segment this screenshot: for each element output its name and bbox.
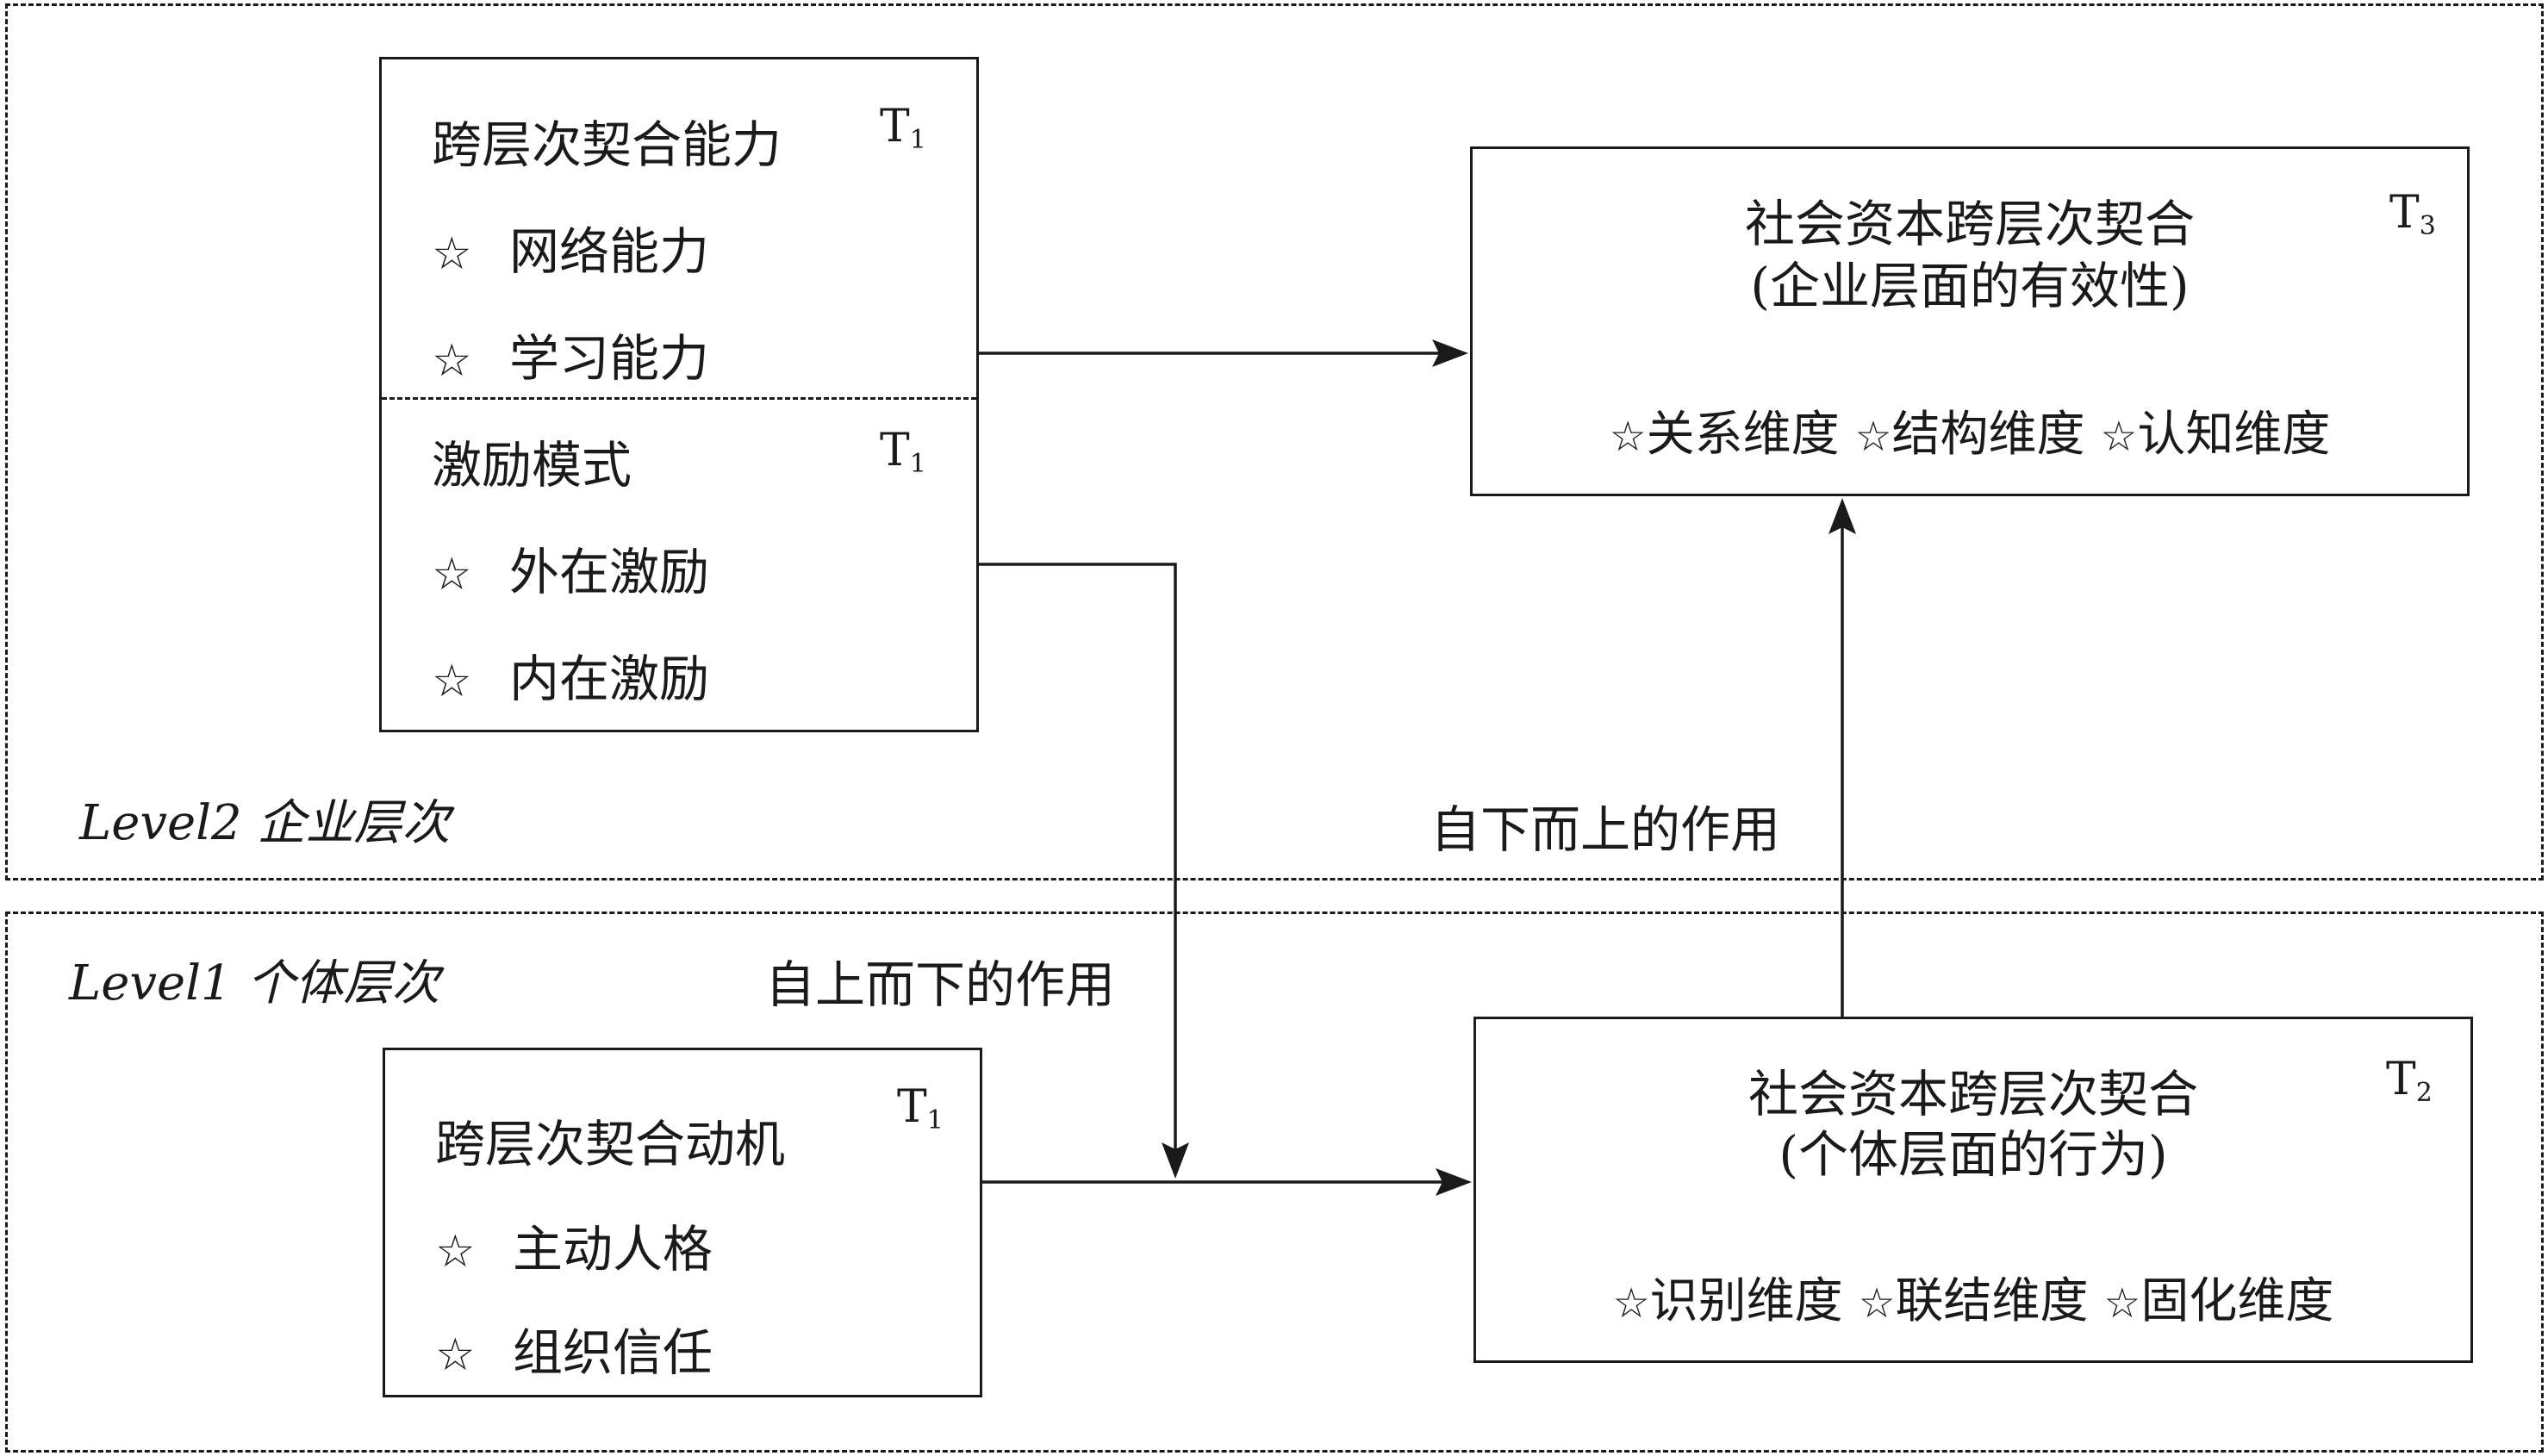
capability-item: ☆网络能力 bbox=[432, 222, 710, 281]
star-icon: ☆ bbox=[432, 549, 472, 600]
firm-outcome-time-label: T3 bbox=[2389, 187, 2436, 241]
incentive-item: ☆内在激励 bbox=[432, 650, 710, 708]
top-down-label: 自上而下的作用 bbox=[765, 955, 1116, 1014]
capability-item: ☆学习能力 bbox=[432, 329, 710, 388]
level2-region bbox=[5, 3, 2544, 880]
star-icon: ☆ bbox=[432, 228, 472, 280]
top-down-arrow bbox=[979, 563, 1177, 1163]
star-icon: ☆ bbox=[432, 335, 472, 387]
capability-title: 跨层次契合能力 bbox=[432, 115, 782, 174]
top-down-arrowhead bbox=[1162, 1142, 1189, 1179]
motivation-item: ☆主动人格 bbox=[435, 1220, 713, 1279]
firm-outcome-title: 社会资本跨层次契合 bbox=[1744, 195, 2195, 253]
individual-outcome-time-label: T2 bbox=[2386, 1054, 2433, 1108]
motivation-time-label: T1 bbox=[897, 1081, 944, 1136]
star-icon: ☆ bbox=[1612, 1279, 1650, 1328]
star-icon: ☆ bbox=[432, 656, 472, 707]
level1-region bbox=[5, 912, 2544, 1453]
motivation-box: 跨层次契合动机 T1 ☆主动人格 ☆组织信任 bbox=[383, 1048, 982, 1397]
star-icon: ☆ bbox=[1858, 1279, 1896, 1328]
bottom-up-arrowhead bbox=[1828, 498, 1856, 534]
star-icon: ☆ bbox=[435, 1226, 476, 1278]
motivation-title: 跨层次契合动机 bbox=[435, 1115, 786, 1173]
star-icon: ☆ bbox=[435, 1329, 476, 1381]
individual-outcome-dimensions: ☆识别维度 ☆联结维度 ☆固化维度 bbox=[1612, 1273, 2334, 1329]
incentive-time-label: T1 bbox=[880, 425, 926, 479]
individual-outcome-subtitle: (个体层面的行为) bbox=[1779, 1125, 2168, 1184]
firm-outcome-subtitle: (企业层面的有效性) bbox=[1750, 257, 2190, 315]
capability-time-label: T1 bbox=[880, 101, 926, 155]
star-icon: ☆ bbox=[2103, 1279, 2141, 1328]
star-icon: ☆ bbox=[1609, 413, 1647, 461]
firm-outcome-box: 社会资本跨层次契合 (企业层面的有效性) T3 ☆关系维度 ☆结构维度 ☆认知维… bbox=[1470, 146, 2470, 496]
capability-incentive-box: 跨层次契合能力 T1 ☆网络能力 ☆学习能力 激励模式 T1 ☆外在激励 ☆内在… bbox=[379, 57, 979, 732]
firm-outcome-dimensions: ☆关系维度 ☆结构维度 ☆认知维度 bbox=[1609, 407, 2331, 463]
motivation-to-individual-arrowhead bbox=[1436, 1168, 1472, 1196]
capability-to-firm-arrowhead bbox=[1432, 339, 1468, 367]
star-icon: ☆ bbox=[1854, 413, 1892, 461]
individual-outcome-box: 社会资本跨层次契合 (个体层面的行为) T2 ☆识别维度 ☆联结维度 ☆固化维度 bbox=[1473, 1017, 2473, 1363]
incentive-title: 激励模式 bbox=[432, 436, 632, 495]
level1-label: Level1 个体层次 bbox=[69, 955, 440, 1011]
star-icon: ☆ bbox=[2100, 413, 2138, 461]
individual-outcome-title: 社会资本跨层次契合 bbox=[1747, 1065, 2198, 1123]
incentive-item: ☆外在激励 bbox=[432, 543, 710, 601]
bottom-up-label: 自下而上的作用 bbox=[1430, 800, 1781, 859]
box-divider bbox=[382, 397, 976, 400]
level2-label: Level2 企业层次 bbox=[79, 795, 451, 851]
motivation-item: ☆组织信任 bbox=[435, 1323, 713, 1382]
